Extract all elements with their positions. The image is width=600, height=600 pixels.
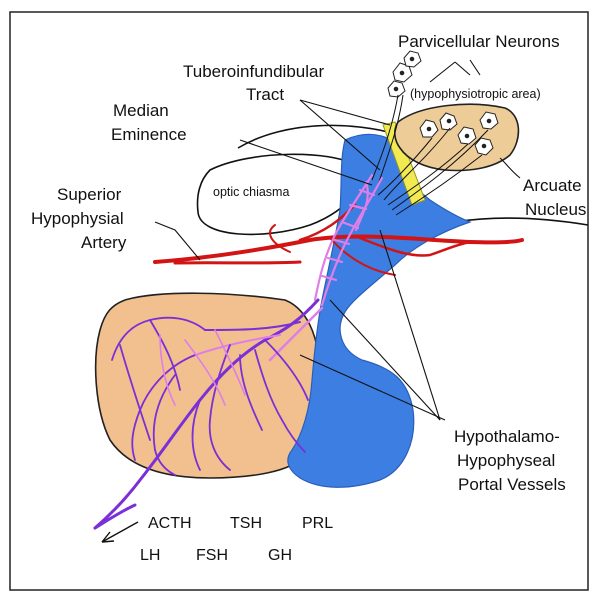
hormone-prl: PRL xyxy=(302,515,333,532)
third-ventricle-and-posterior-pituitary xyxy=(287,133,472,488)
hormone-release-arrow xyxy=(101,521,139,543)
third-ventricle-floor-line xyxy=(454,217,589,226)
hormone-tsh: TSH xyxy=(230,515,262,532)
label-portal-vessels: Portal Vessels xyxy=(458,475,566,494)
hormone-lh: LH xyxy=(140,547,160,564)
label-arcuate: Arcuate xyxy=(523,176,582,195)
superior-hypophysial-artery xyxy=(153,203,524,276)
secondary-capillary-plexus xyxy=(111,316,309,476)
label-hypothalamo: Hypothalamo- xyxy=(454,427,560,446)
label-eminence: Eminence xyxy=(111,125,187,144)
label-median: Median xyxy=(113,101,169,120)
label-hypophysial: Hypophysial xyxy=(31,209,124,228)
label-optic-chiasma: optic chiasma xyxy=(213,185,289,199)
label-pointer-lines xyxy=(154,59,521,421)
hormone-acth: ACTH xyxy=(148,515,192,532)
label-tuberoinfundibular: Tuberoinfundibular xyxy=(183,62,324,81)
hormone-fsh: FSH xyxy=(196,547,228,564)
optic-chiasma-shape xyxy=(196,153,362,236)
parvicellular-neuron-cells xyxy=(387,50,422,98)
label-artery: Artery xyxy=(81,233,127,252)
anterior-pituitary xyxy=(94,292,320,479)
arcuate-neurons xyxy=(419,111,499,156)
label-hypophyseal: Hypophyseal xyxy=(457,451,555,470)
neuron-axons xyxy=(371,94,489,216)
label-parvicellular-neurons: Parvicellular Neurons xyxy=(398,32,560,51)
label-superior: Superior xyxy=(57,185,122,204)
label-nucleus: Nucleus xyxy=(525,200,586,219)
label-hypophysiotropic-area: (hypophysiotropic area) xyxy=(410,87,541,101)
primary-capillary-plexus xyxy=(313,173,384,307)
tuberoinfundibular-tract-band xyxy=(382,121,426,206)
figure-frame xyxy=(9,11,589,591)
hormone-gh: GH xyxy=(268,547,292,564)
label-tract: Tract xyxy=(246,85,284,104)
secondary-capillary-plexus-pink xyxy=(159,329,246,406)
hormone-outflow-vessel xyxy=(93,503,137,530)
